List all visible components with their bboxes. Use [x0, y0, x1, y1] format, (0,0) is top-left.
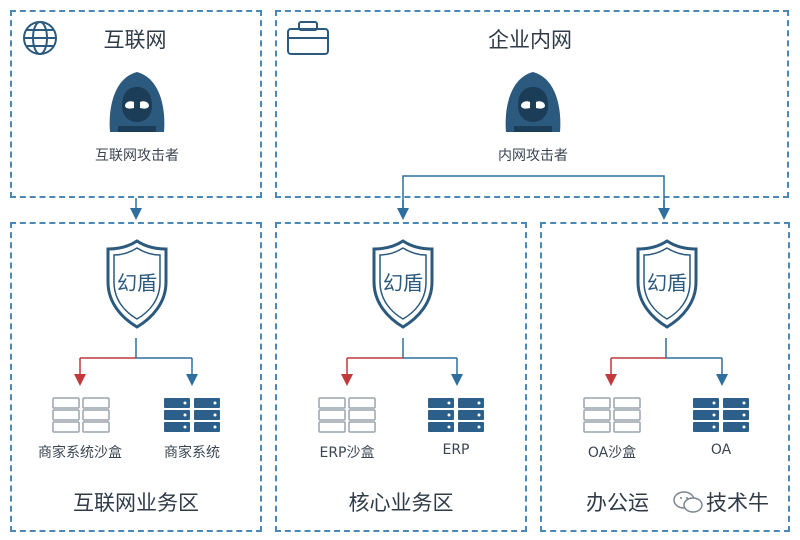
shield-icon — [372, 239, 434, 329]
system-label: ERP — [442, 442, 470, 458]
sandbox-label: OA沙盒 — [587, 445, 637, 461]
zone-title: 互联网业务区 — [73, 491, 199, 515]
zone-panel-internet-business — [10, 222, 262, 532]
shield-icon — [106, 239, 168, 329]
server-rack-icon — [318, 397, 376, 433]
sandbox-label: ERP沙盒 — [319, 445, 375, 461]
intranet-connector — [402, 175, 665, 212]
server-rack-icon — [52, 397, 110, 433]
intranet-attacker-label: 内网攻击者 — [498, 148, 568, 164]
shield-label: 幻盾 — [647, 271, 687, 295]
globe-icon — [23, 21, 57, 55]
zone-title: 核心业务区 — [348, 491, 454, 515]
hooded-hacker-icon — [109, 72, 165, 132]
server-rack-icon — [164, 398, 220, 432]
zone-panel-office — [540, 222, 790, 532]
shield-label: 幻盾 — [383, 271, 423, 295]
shield-label: 幻盾 — [117, 271, 157, 295]
system-label: 商家系统 — [164, 445, 220, 461]
server-rack-icon — [583, 397, 641, 433]
internet-panel — [10, 10, 262, 198]
internet-attacker-label: 互联网攻击者 — [95, 148, 179, 164]
wechat-logo-icon — [673, 491, 703, 513]
shield-icon — [636, 239, 698, 329]
sandbox-label: 商家系统沙盒 — [38, 445, 122, 461]
zone-title: 办公运 — [586, 491, 649, 515]
intranet-title: 企业内网 — [488, 28, 572, 52]
internet-title: 互联网 — [103, 28, 167, 52]
hooded-hacker-icon — [505, 72, 561, 132]
intranet-panel — [275, 10, 789, 198]
briefcase-icon — [287, 21, 329, 55]
system-label: OA — [710, 442, 732, 458]
server-rack-icon — [693, 398, 749, 432]
watermark-text: 技术牛 — [706, 491, 769, 515]
zone-panel-core-business — [275, 222, 527, 532]
server-rack-icon — [428, 398, 484, 432]
